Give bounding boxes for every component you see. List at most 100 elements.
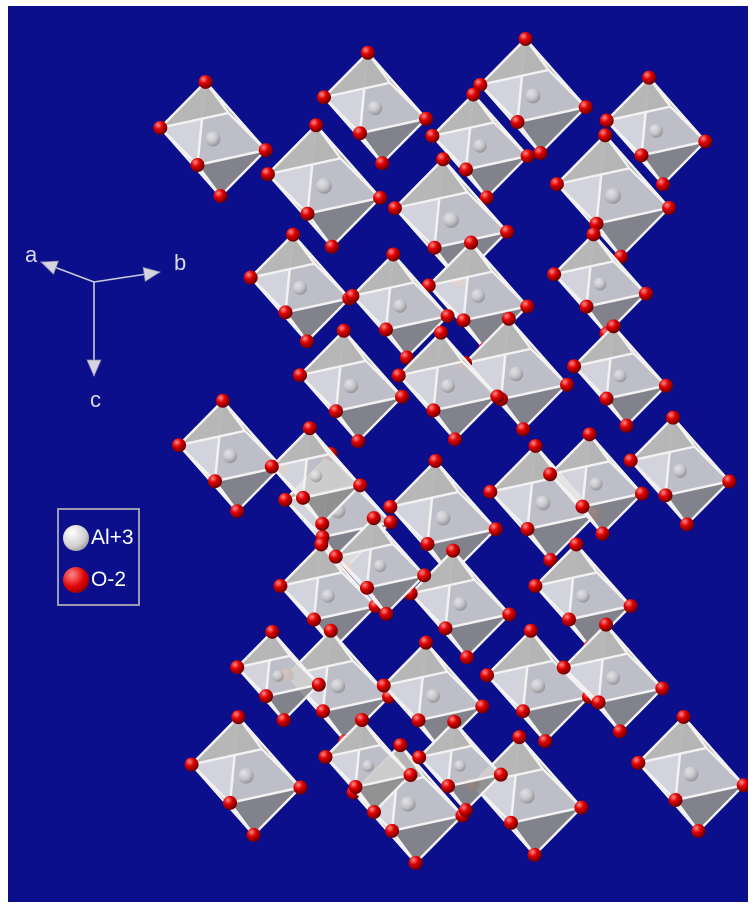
oxygen-atom [385, 824, 399, 838]
legend-label-al: Al+3 [91, 526, 134, 550]
aluminium-atom [331, 679, 345, 693]
oxygen-atom [316, 704, 330, 718]
aluminium-atom [436, 511, 451, 526]
oxygen-atom [600, 392, 614, 406]
oxygen-atom [441, 309, 455, 323]
crystal-structure [8, 6, 748, 902]
oxygen-atom [613, 724, 627, 738]
oxygen-atom [373, 191, 387, 205]
oxygen-atom [520, 299, 534, 313]
oxygen-atom [502, 607, 516, 621]
oxygen-atom [480, 668, 494, 682]
oxygen-atom [427, 403, 441, 417]
oxygen-atom [428, 241, 442, 255]
aluminium-atom [471, 289, 485, 303]
oxygen-atom [500, 225, 514, 239]
oxygen-atom [223, 796, 237, 810]
oxygen-atom [436, 152, 450, 166]
oxygen-atom [319, 750, 333, 764]
octahedron [567, 319, 673, 432]
oxygen-atom [576, 500, 590, 514]
aluminium-atom [374, 560, 386, 572]
oxygen-atom [538, 734, 552, 748]
oxygen-atom [483, 485, 497, 499]
oxygen-atom [286, 228, 300, 242]
oxygen-atom [317, 90, 331, 104]
aluminium-atom [293, 281, 307, 295]
oxygen-atom [574, 801, 588, 815]
aluminium-atom [605, 188, 621, 204]
oxygen-atom [375, 156, 389, 170]
oxygen-atom [412, 713, 426, 727]
octahedron [547, 227, 653, 340]
oxygen-atom [409, 856, 423, 870]
oxygen-atom [315, 517, 329, 531]
oxygen-atom [595, 527, 609, 541]
legend-item-o: O-2 [63, 564, 126, 596]
oxygen-atom [489, 522, 503, 536]
oxygen-atom [230, 660, 244, 674]
aluminium-atom [531, 679, 545, 693]
oxygen-atom [624, 599, 638, 613]
oxygen-atom [521, 522, 535, 536]
aluminium-atom [526, 89, 541, 104]
oxygen-atom [459, 163, 473, 177]
oxygen-atom [309, 118, 323, 132]
oxygen-atom [429, 454, 443, 468]
oxygen-atom [293, 368, 307, 382]
oxygen-atom [600, 114, 614, 128]
oxygen-atom [560, 378, 574, 392]
oxygen-atom [533, 146, 547, 160]
oxygen-atom [349, 780, 363, 794]
oxygen-atom [419, 112, 433, 126]
oxygen-atom [329, 550, 343, 564]
oxygen-atom [659, 488, 673, 502]
oxygen-atom [464, 236, 478, 250]
oxygen-atom [230, 504, 244, 518]
oxygen-atom [459, 803, 473, 817]
oxygen-atom [550, 177, 564, 191]
oxygen-atom [635, 148, 649, 162]
crystal-structure-viewer[interactable]: a b c Al+3 O-2 [8, 6, 748, 902]
oxygen-atom [587, 227, 601, 241]
oxygen-atom [379, 607, 393, 621]
aluminium-atom [316, 178, 332, 194]
oxygen-atom [185, 757, 199, 771]
oxygen-atom [383, 500, 397, 514]
oxygen-atom [511, 115, 525, 129]
aluminium-atom [272, 670, 284, 682]
oxygen-atom [698, 134, 712, 148]
oxygen-atom [388, 201, 402, 215]
oxygen-atom [265, 460, 279, 474]
axis-label-c: c [90, 389, 101, 411]
oxygen-atom [521, 149, 535, 163]
oxygen-atom [504, 816, 518, 830]
aluminium-atom [594, 278, 607, 291]
aluminium-atom [454, 760, 466, 772]
oxygen-atom [656, 177, 670, 191]
oxygen-atom [598, 128, 612, 142]
aluminium-atom [238, 768, 253, 783]
oxygen-atom [490, 389, 504, 403]
oxygen-atom [580, 300, 594, 314]
oxygen-atom [199, 75, 213, 89]
aluminium-atom [393, 299, 406, 312]
oxygen-atom [457, 313, 471, 327]
oxygen-atom [528, 579, 542, 593]
oxygen-atom [460, 650, 474, 664]
oxygen-atom [635, 487, 649, 501]
oxygen-atom [216, 394, 230, 408]
oxygen-atom [353, 478, 367, 492]
aluminium-atom [606, 671, 620, 685]
oxygen-atom [466, 87, 480, 101]
aluminium-atom [649, 124, 663, 138]
oxygen-atom [279, 305, 293, 319]
aluminium-atom [519, 788, 534, 803]
aluminium-atom [590, 478, 603, 491]
oxygen-atom [379, 323, 393, 337]
oxygen-atom [528, 848, 542, 862]
oxygen-atom [172, 438, 186, 452]
oxygen-atom [325, 240, 339, 254]
aluminium-atom [400, 796, 415, 811]
oxygen-atom [659, 379, 673, 393]
